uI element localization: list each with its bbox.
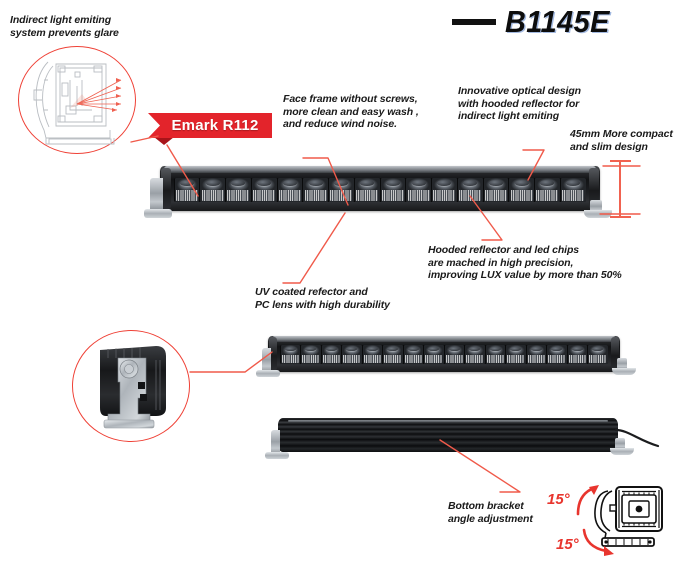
right-bracket-arm-3 — [615, 438, 625, 450]
curved-arrow-down-icon — [582, 528, 614, 556]
led-cell — [432, 178, 457, 202]
led-cell — [342, 345, 362, 364]
angle-label-down: 15° — [556, 536, 579, 553]
left-endcap — [161, 167, 171, 210]
annotation-bottom-bracket: Bottom bracket angle adjustment — [448, 500, 533, 525]
left-endcap — [269, 337, 277, 371]
led-cell — [547, 345, 567, 364]
left-bracket-arm — [150, 178, 163, 212]
led-cell — [483, 178, 509, 202]
left-bracket-arm-3 — [271, 430, 280, 456]
curved-arrow-up-icon — [576, 485, 599, 516]
annotation-hooded-reflector: Hooded reflector and led chips are mache… — [428, 244, 622, 281]
bar-top-highlight — [271, 336, 617, 342]
led-cell — [303, 178, 328, 202]
led-cell — [403, 345, 423, 364]
led-cell — [444, 345, 464, 364]
reflector-cutaway-drawing — [33, 61, 122, 145]
main-front-view — [160, 166, 600, 211]
led-cell — [362, 345, 382, 364]
emark-badge: Emark R112 — [148, 113, 272, 145]
left-bracket-foot-2 — [256, 370, 280, 377]
led-cell — [329, 178, 354, 202]
led-cell — [280, 345, 300, 364]
led-cell — [383, 345, 403, 364]
left-bracket-foot-3 — [265, 452, 289, 459]
led-cell — [567, 345, 587, 364]
led-cell — [457, 178, 483, 202]
leader-bracket-closeup — [189, 351, 273, 373]
ribbon-tail — [154, 137, 174, 145]
led-cell — [321, 345, 341, 364]
annotation-uv-coated: UV coated refector and PC lens with high… — [255, 286, 390, 311]
leader-uv-coated — [282, 212, 346, 284]
right-endcap — [589, 167, 599, 210]
led-cell — [277, 178, 303, 202]
rear-wire-icon — [614, 428, 660, 448]
led-cell — [174, 178, 200, 202]
led-cell — [560, 178, 586, 202]
led-cell — [465, 345, 485, 364]
led-cell — [354, 178, 380, 202]
led-cell — [588, 345, 608, 364]
led-cell — [485, 345, 505, 364]
left-bracket-foot — [144, 209, 172, 218]
annotation-optical-design: Innovative optical design with hooded re… — [458, 85, 581, 122]
lens-array — [174, 178, 586, 202]
led-cell — [535, 178, 560, 202]
model-title: B1145E — [505, 4, 610, 39]
annotation-compact-slim: 45mm More compact and slim design — [570, 128, 673, 153]
led-cell — [200, 178, 225, 202]
bar-top-highlight — [164, 166, 596, 174]
led-cell — [509, 178, 534, 202]
right-bracket-arm-2 — [617, 358, 627, 370]
annotation-face-frame: Face frame without screws, more clean an… — [283, 93, 419, 130]
bracket-angle-icon — [594, 486, 663, 547]
lens-array — [280, 345, 608, 364]
right-bracket-foot-3 — [610, 448, 634, 455]
led-cell — [506, 345, 526, 364]
secondary-front-view — [268, 336, 620, 372]
emark-label: Emark R112 — [171, 117, 259, 134]
led-cell — [380, 178, 406, 202]
led-cell — [424, 345, 444, 364]
right-bracket-foot — [584, 210, 612, 218]
dash-icon — [452, 18, 496, 25]
led-cell — [251, 178, 277, 202]
rear-housing — [278, 418, 618, 452]
ribbon-shape — [148, 113, 272, 138]
angle-label-up: 15° — [547, 491, 570, 508]
right-endcap — [611, 337, 619, 371]
bracket-closeup-drawing — [100, 346, 166, 429]
dimension-line-45mm — [610, 160, 631, 218]
page-title: B1145E — [452, 6, 618, 37]
led-cell — [526, 345, 546, 364]
rear-sheen — [288, 420, 608, 423]
led-cell — [226, 178, 251, 202]
annotation-indirect-light: Indirect light emiting system prevents g… — [10, 14, 119, 39]
led-cell — [406, 178, 431, 202]
right-bracket-foot-2 — [612, 368, 636, 375]
led-cell — [301, 345, 321, 364]
rear-view — [278, 418, 618, 452]
